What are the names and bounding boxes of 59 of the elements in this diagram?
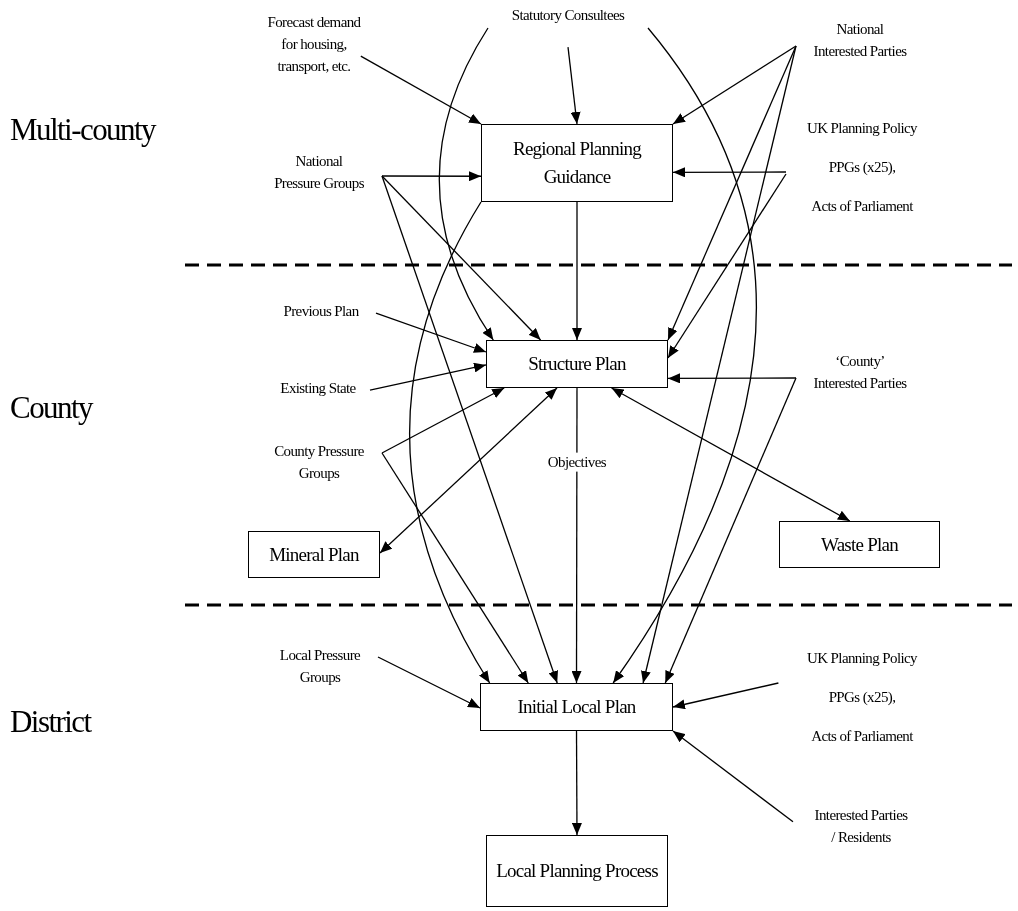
input-label: UK Planning Policy [806, 119, 917, 138]
arrow [664, 377, 797, 684]
arrow [572, 201, 582, 341]
input-label: Acts of Parliament [811, 727, 913, 747]
process-box [248, 531, 380, 578]
arrow [612, 27, 757, 684]
process-box [486, 835, 668, 907]
arrow [381, 175, 542, 341]
tier-label: Multi-county [10, 114, 155, 145]
arrow [369, 362, 487, 391]
input-label: National Interested Parties [796, 16, 924, 66]
arrow [360, 55, 482, 125]
box-label: Initial Local Plan [517, 695, 636, 720]
input-label: Previous Plan [266, 300, 376, 324]
arrow [381, 387, 505, 454]
arrow [667, 173, 787, 359]
process-box [480, 683, 673, 731]
input-label: Existing State [266, 377, 370, 401]
arrow [667, 45, 797, 341]
box-label: Structure Plan [528, 352, 626, 377]
arrow [438, 27, 494, 341]
box-label: Local Planning Process [496, 859, 658, 884]
process-box [779, 521, 940, 568]
input-label: Interested Parties / Residents [793, 801, 929, 853]
arrow [567, 46, 581, 125]
process-box [486, 340, 668, 388]
arrow [381, 175, 558, 684]
box-label: Mineral Plan [269, 542, 359, 567]
arrow [672, 45, 797, 125]
input-label: Acts of Parliament [811, 197, 913, 217]
tier-label: County [10, 392, 92, 423]
input-label: PPGs (x25), [828, 158, 896, 178]
input-label: UK Planning Policy [806, 649, 917, 668]
arrow [381, 452, 529, 684]
input-label: County Pressure Groups [256, 438, 382, 488]
arrow [672, 730, 794, 823]
arrow [379, 387, 558, 554]
arrow [667, 373, 797, 384]
arrow [610, 387, 851, 522]
arrow [641, 45, 797, 684]
tier-label: District [10, 706, 91, 737]
box-label: Regional Planning Guidance [512, 137, 643, 189]
arrow [375, 312, 487, 353]
input-label: Forecast demand for housing, transport, etc. [262, 8, 366, 82]
arrow [672, 167, 787, 178]
input-label: National Pressure Groups [256, 148, 382, 198]
input-label: ‘County’ Interested Parties [796, 348, 924, 398]
arrow [381, 171, 482, 182]
arrow [672, 682, 780, 710]
input-label: Statutory Consultees [488, 4, 648, 28]
arrow [377, 656, 481, 709]
arrow [409, 201, 491, 684]
process-box [481, 124, 673, 202]
box-label: Waste Plan [821, 532, 898, 557]
input-label: Local Pressure Groups [262, 642, 378, 692]
arrow [571, 387, 582, 684]
edge-label: Objectives [546, 452, 607, 472]
arrow [571, 730, 582, 836]
input-label: PPGs (x25), [828, 688, 896, 708]
